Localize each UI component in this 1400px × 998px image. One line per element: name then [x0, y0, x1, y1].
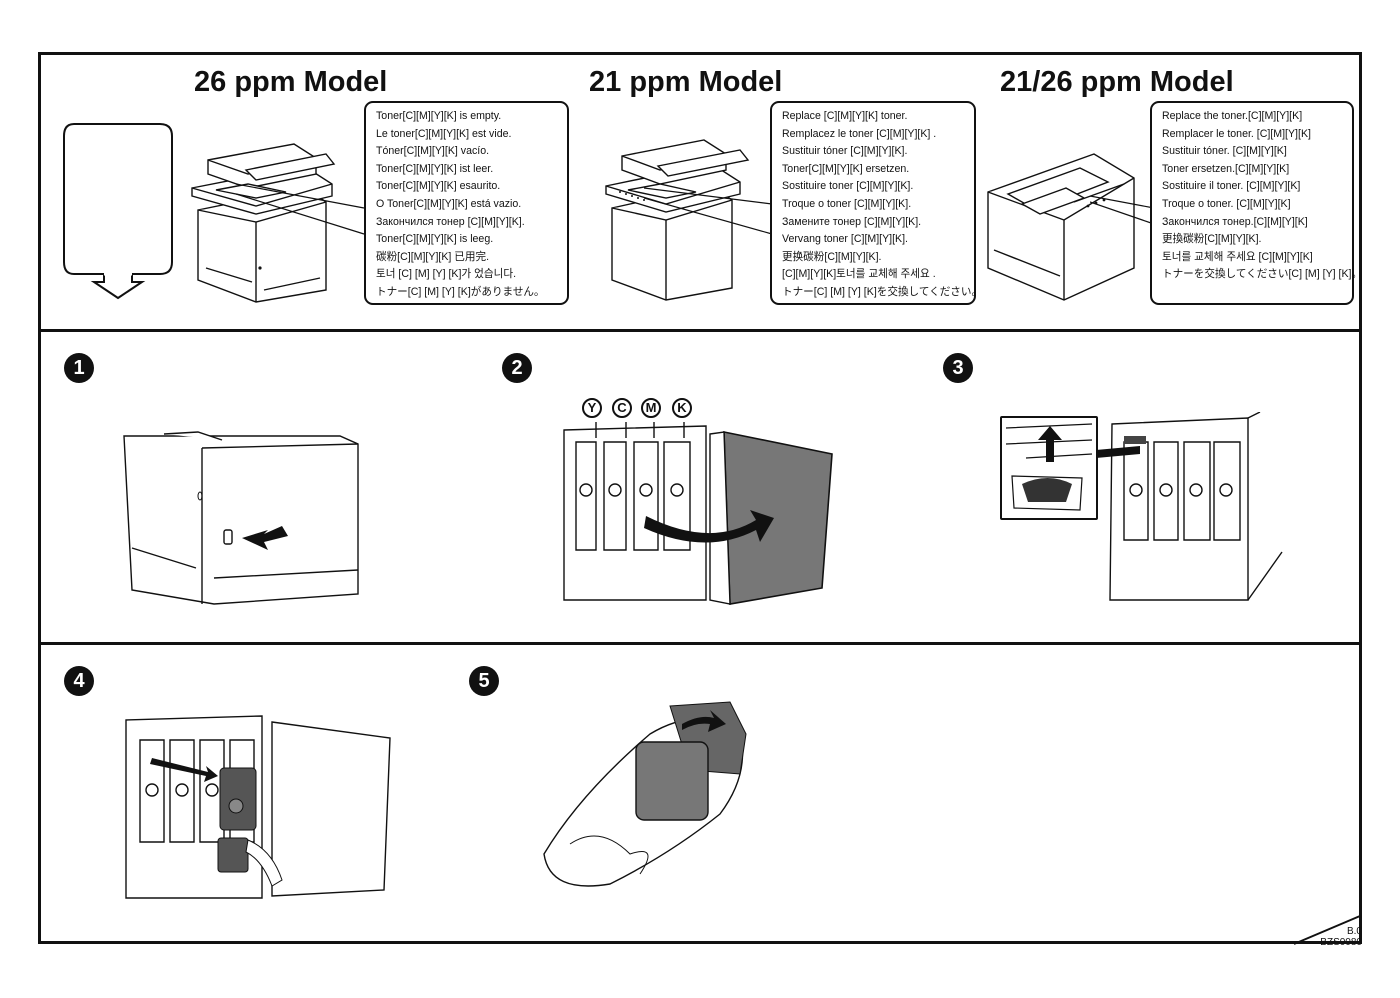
- message-line: Toner[C][M][Y][K] is empty.: [376, 110, 502, 122]
- step-number-5: 5: [469, 666, 499, 696]
- document-code: BZS0080: [1320, 937, 1362, 948]
- lever-detail-callout: [1000, 416, 1098, 520]
- message-line: 碳粉[C][M][Y][K] 已用完.: [376, 250, 490, 263]
- remove-toner-cartridge-icon: [122, 710, 398, 902]
- message-line: Toner[C][M][Y][K] is leeg.: [376, 233, 494, 246]
- message-line: Toner ersetzen.[C][M][Y][K]: [1162, 162, 1290, 175]
- bag-used-cartridge-icon: [540, 694, 770, 894]
- document-revision: B.0: [1346, 926, 1362, 937]
- step-number-4: 4: [64, 666, 94, 696]
- pointer-line-21ppm: [644, 180, 774, 240]
- message-line: O Toner[C][M][Y][K] está vazio.: [376, 197, 522, 210]
- printer-21-26ppm-illustration: [984, 150, 1144, 305]
- section-divider-1: [38, 329, 1362, 332]
- message-line: Replace [C][M][Y][K] toner.: [782, 110, 908, 122]
- message-line: Troque o toner [C][M][Y][K].: [782, 197, 912, 210]
- open-front-cover-icon: [560, 420, 840, 606]
- message-line: Sustituir tóner [C][M][Y][K].: [782, 145, 908, 158]
- cartridge-label-yellow: Y: [582, 398, 602, 418]
- pointer-line-26ppm: [236, 180, 366, 240]
- section-divider-2: [38, 642, 1362, 645]
- cartridge-label-row: Y C M K: [580, 398, 700, 420]
- step-number-1: 1: [64, 353, 94, 383]
- cartridge-label-magenta: M: [641, 398, 661, 418]
- message-line: Le toner[C][M][Y][K] est vide.: [376, 127, 512, 140]
- message-line: Sostituire toner [C][M][Y][K].: [782, 180, 914, 193]
- message-line: 更换碳粉[C][M][Y][K].: [782, 250, 882, 263]
- scroll-down-callout-icon: [60, 120, 180, 302]
- model-title-21ppm: 21 ppm Model: [589, 66, 783, 98]
- message-line: Troque o toner. [C][M][Y][K]: [1162, 197, 1291, 210]
- message-line: Vervang toner [C][M][Y][K].: [782, 233, 909, 246]
- message-line: Sostituire il toner. [C][M][Y][K]: [1162, 180, 1301, 193]
- message-line: 更換碳粉[C][M][Y][K].: [1162, 233, 1262, 246]
- message-line: トナー[C] [M] [Y] [K]がありません。: [376, 285, 545, 298]
- message-box-21-26ppm: Replace the toner.[C][M][Y][K] Remplacer…: [1150, 101, 1363, 305]
- message-line: 토너를 교체해 주세요 [C][M][Y][K]: [1162, 250, 1313, 263]
- printer-26ppm-illustration: [186, 140, 386, 305]
- message-line: Замените тонер [C][M][Y][K].: [782, 215, 922, 228]
- step-number-3: 3: [943, 353, 973, 383]
- model-title-26ppm: 26 ppm Model: [194, 66, 388, 98]
- message-line: トナーを交換してください[C] [M] [Y] [K]。: [1162, 268, 1363, 281]
- message-line: Tóner[C][M][Y][K] vacío.: [376, 145, 490, 158]
- message-line: Закончился тонер [C][M][Y][K].: [376, 215, 525, 228]
- step-number-2: 2: [502, 353, 532, 383]
- message-line: Replace the toner.[C][M][Y][K]: [1162, 110, 1303, 122]
- corner-fold-mark: [1290, 900, 1364, 946]
- cartridge-label-black: K: [672, 398, 692, 418]
- press-release-button-icon: [118, 430, 378, 610]
- message-line: Remplacez le toner [C][M][Y][K] .: [782, 127, 937, 140]
- message-line: Toner[C][M][Y][K] ersetzen.: [782, 162, 910, 175]
- message-line: Sustituir tóner. [C][M][Y][K]: [1162, 145, 1287, 158]
- message-line: トナー[C] [M] [Y] [K]を交換してください。: [782, 285, 983, 298]
- message-box-21ppm: Replace [C][M][Y][K] toner. Remplacez le…: [770, 101, 983, 305]
- message-line: Toner[C][M][Y][K] ist leer.: [376, 162, 494, 175]
- message-box-26ppm: Toner[C][M][Y][K] is empty. Le toner[C][…: [364, 101, 569, 305]
- message-line: Toner[C][M][Y][K] esaurito.: [376, 180, 501, 193]
- model-title-21-26ppm: 21/26 ppm Model: [1000, 66, 1234, 98]
- message-line: Remplacer le toner. [C][M][Y][K]: [1162, 127, 1311, 140]
- message-line: [C][M][Y][K]토너를 교체해 주세요 .: [782, 268, 936, 281]
- callout-pointer: [1096, 446, 1142, 460]
- message-line: 토너 [C] [M] [Y] [K]가 었습니다.: [376, 268, 517, 281]
- release-lever-icon: [1098, 412, 1288, 604]
- document-frame: [38, 52, 1362, 944]
- pointer-line-21-26ppm: [1090, 190, 1156, 230]
- message-line: Закончился тонер.[C][M][Y][K]: [1162, 215, 1308, 228]
- cartridge-label-cyan: C: [612, 398, 632, 418]
